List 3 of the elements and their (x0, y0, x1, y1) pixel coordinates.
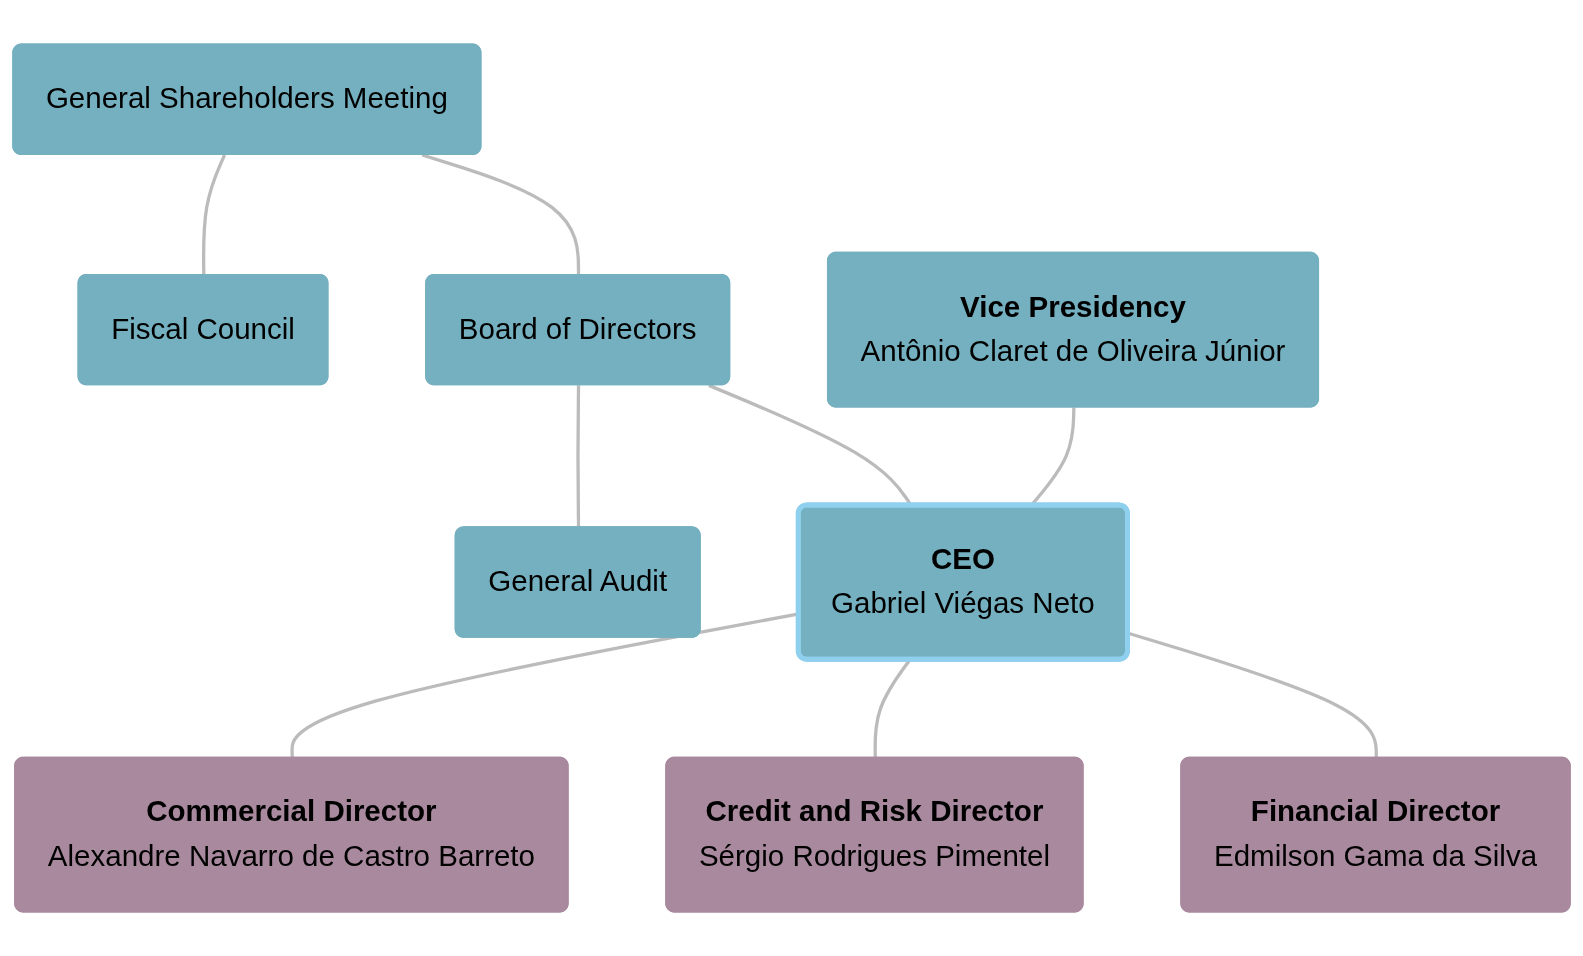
connector (576, 385, 581, 529)
connector (201, 154, 227, 276)
connector (421, 153, 581, 276)
